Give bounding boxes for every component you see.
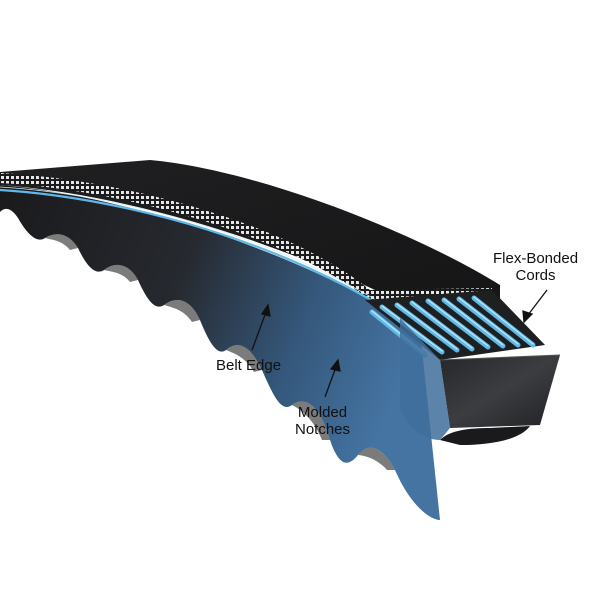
label-line: Molded <box>297 404 348 421</box>
cut-face-front <box>440 355 560 428</box>
label-line: Notches <box>295 421 351 438</box>
flex-bonded-cords <box>369 295 536 358</box>
label-belt-edge: Belt Edge <box>216 357 281 374</box>
callout-arrows <box>251 289 548 398</box>
label-molded-notches: Molded Notches <box>295 404 350 438</box>
label-line: Belt Edge <box>216 357 282 374</box>
edge-cord-line <box>0 188 401 319</box>
dotted-band <box>0 173 370 300</box>
label-line: Flex-Bonded <box>493 250 579 267</box>
label-line: Cords <box>515 267 556 284</box>
label-flex-bonded-cords: Flex-Bonded Cords <box>493 250 578 284</box>
belt-side <box>0 185 440 520</box>
